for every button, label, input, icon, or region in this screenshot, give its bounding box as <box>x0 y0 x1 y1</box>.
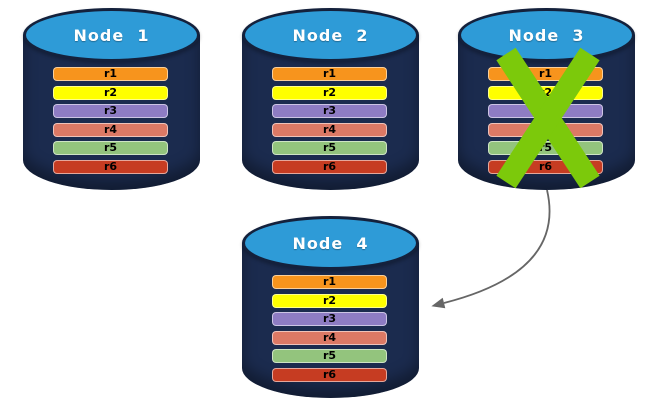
row-label: r6 <box>538 159 553 173</box>
row-label: r2 <box>322 85 337 99</box>
row-bar: r6 <box>272 367 387 382</box>
row-bar: r4 <box>272 122 387 137</box>
row-label: r4 <box>322 122 337 136</box>
row-label: r2 <box>322 293 337 307</box>
row-bar: r3 <box>272 312 387 326</box>
node-3: Node 3 r1 r2 r3 r4 r5 r6 <box>458 8 635 190</box>
row-bar: r6 <box>53 159 168 174</box>
row-label: r5 <box>103 141 118 154</box>
row-list: r1 r2 r3 r4 r5 r6 <box>272 275 387 386</box>
row-label: r6 <box>103 159 118 173</box>
row-list: r1 r2 r3 r4 r5 r6 <box>53 67 168 178</box>
node-title: Node 1 <box>73 25 150 45</box>
row-bar: r6 <box>272 159 387 174</box>
row-bar: r5 <box>53 141 168 155</box>
row-bar: r4 <box>53 122 168 137</box>
row-bar: r3 <box>272 104 387 118</box>
cylinder-top: Node 1 <box>23 8 200 62</box>
node-title: Node 3 <box>508 25 585 45</box>
row-bar: r3 <box>53 104 168 118</box>
row-label: r1 <box>322 275 337 288</box>
cylinder-top: Node 2 <box>242 8 419 62</box>
failure-x-icon <box>496 47 600 189</box>
row-label: r3 <box>103 104 118 117</box>
row-label: r5 <box>322 141 337 154</box>
row-label: r4 <box>322 330 337 344</box>
row-bar: r1 <box>272 67 387 81</box>
row-bar: r2 <box>272 293 387 308</box>
node-title: Node 2 <box>292 25 369 45</box>
node-4: Node 4 r1 r2 r3 r4 r5 r6 <box>242 216 419 398</box>
node-2: Node 2 r1 r2 r3 r4 r5 r6 <box>242 8 419 190</box>
row-label: r6 <box>322 159 337 173</box>
row-label: r5 <box>322 349 337 362</box>
row-bar: r2 <box>53 85 168 100</box>
row-label: r3 <box>322 312 337 325</box>
row-bar: r4 <box>272 330 387 345</box>
row-label: r6 <box>322 367 337 381</box>
row-bar: r2 <box>272 85 387 100</box>
arrowhead-icon <box>431 297 446 309</box>
row-label: r1 <box>322 67 337 80</box>
row-bar: r1 <box>272 275 387 289</box>
row-list: r1 r2 r3 r4 r5 r6 <box>272 67 387 178</box>
row-label: r3 <box>322 104 337 117</box>
cylinder-top: Node 4 <box>242 216 419 270</box>
row-label: r1 <box>103 67 118 80</box>
row-bar: r5 <box>272 349 387 363</box>
node-1: Node 1 r1 r2 r3 r4 r5 r6 <box>23 8 200 190</box>
row-label: r4 <box>103 122 118 136</box>
cylinder-top: Node 3 <box>458 8 635 62</box>
row-label: r1 <box>538 67 553 80</box>
node-title: Node 4 <box>292 233 369 253</box>
row-bar: r5 <box>272 141 387 155</box>
row-bar: r1 <box>53 67 168 81</box>
row-label: r2 <box>103 85 118 99</box>
